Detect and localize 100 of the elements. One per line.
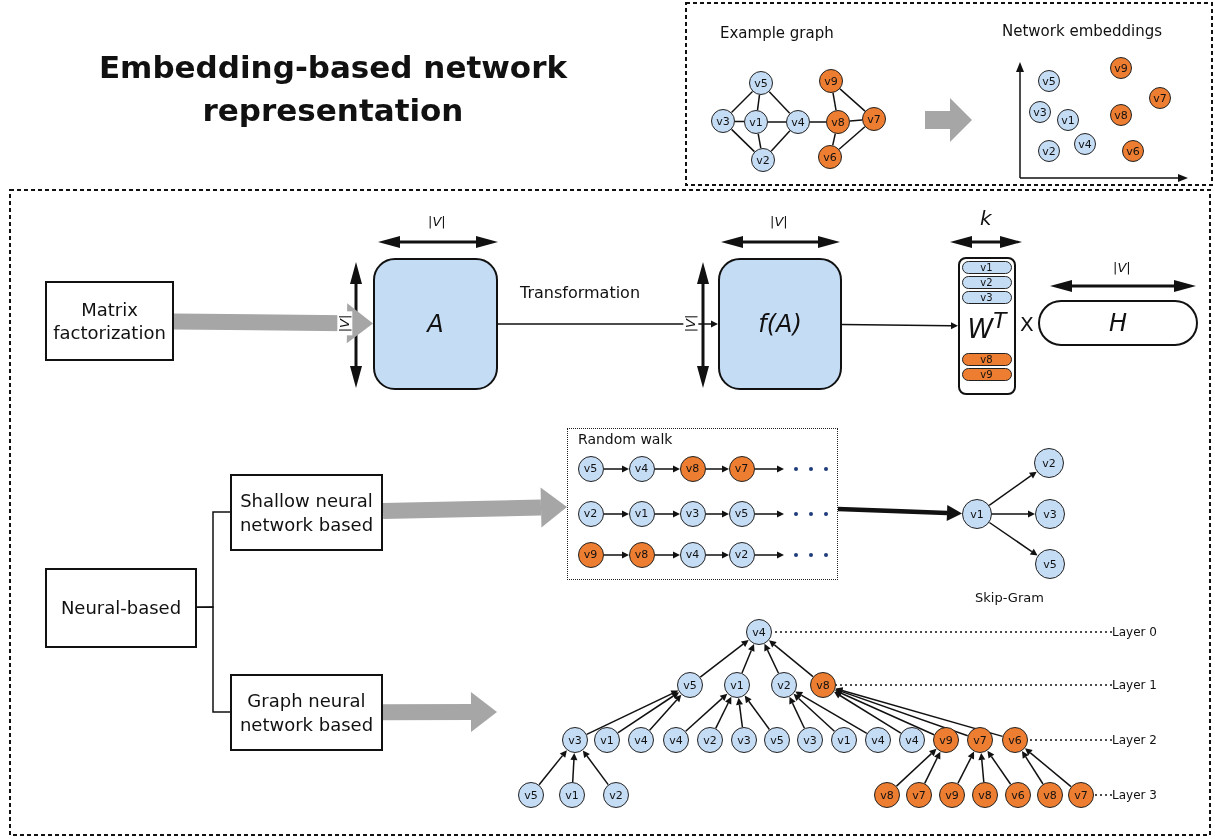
node-circle — [967, 727, 993, 753]
arrow — [736, 697, 744, 728]
node-label: v7 — [973, 733, 987, 747]
node-label: v8 — [980, 353, 993, 365]
block-arrow — [382, 487, 567, 528]
node-label: Matrix factorization — [52, 297, 167, 345]
layer-label: Layer 3 — [1112, 786, 1182, 804]
node-label: v5 — [1043, 557, 1057, 571]
arrow — [923, 751, 941, 785]
node-label: v7 — [1153, 91, 1167, 105]
node-circle — [819, 69, 843, 93]
node-circle — [771, 672, 797, 698]
node-circle — [577, 541, 604, 568]
node-circle — [899, 727, 925, 753]
node-label: v4 — [752, 625, 766, 639]
arrow — [585, 690, 679, 736]
connector-line — [770, 130, 791, 152]
node-label: v7 — [912, 788, 926, 802]
node-label: v4 — [1078, 137, 1092, 151]
dashed-group-box — [567, 428, 838, 580]
node-label: v5 — [524, 788, 538, 802]
node-label: Graph neural network based — [238, 689, 375, 736]
node-circle — [1002, 727, 1028, 753]
node-label: v1 — [980, 261, 993, 273]
node-label: v2 — [980, 276, 993, 288]
node-label: v3 — [716, 114, 730, 128]
node-circle — [679, 455, 706, 482]
dimension-label: |V| — [428, 214, 446, 229]
node-label: v1 — [565, 788, 579, 802]
node-circle — [751, 148, 775, 172]
arrow — [699, 639, 749, 678]
node-label: A — [427, 310, 444, 338]
node-label: v7 — [1074, 788, 1088, 802]
node-circle — [728, 541, 755, 568]
arrow — [769, 640, 814, 678]
group-title: Random walk — [578, 431, 673, 447]
arrow — [841, 322, 958, 330]
node-label: v8 — [1114, 108, 1128, 122]
node-label: v9 — [980, 368, 993, 380]
arrow — [793, 693, 836, 732]
graph-heading: Example graph — [720, 24, 834, 42]
node-label: v7 — [734, 462, 749, 475]
process-box — [45, 568, 197, 648]
node-circle — [764, 727, 790, 753]
node-label: v6 — [823, 150, 837, 164]
connector-line — [849, 119, 863, 122]
arrow — [538, 750, 567, 786]
node-label: v4 — [871, 733, 885, 747]
node-label: v2 — [703, 733, 717, 747]
node-label: v2 — [609, 788, 623, 802]
node-circle — [933, 727, 959, 753]
row-bar — [961, 275, 1012, 289]
node-label: H — [1108, 309, 1127, 337]
connector-line — [756, 94, 761, 111]
connector-line — [757, 133, 762, 149]
arrow — [744, 695, 771, 731]
node-label: Shallow neural network based — [238, 489, 375, 536]
node-label: v4 — [634, 733, 648, 747]
node-label: v5 — [754, 76, 768, 90]
arrow — [582, 750, 609, 786]
node-label: f(A) — [758, 310, 802, 338]
node-label: v9 — [945, 788, 959, 802]
node-label: v3 — [1043, 507, 1057, 521]
dimension-label: |V| — [337, 311, 353, 336]
node-circle — [577, 500, 604, 527]
node-label: Neural-based — [60, 596, 182, 620]
node-label: v8 — [685, 462, 700, 475]
node-circle — [906, 782, 932, 808]
node-circle — [562, 727, 588, 753]
process-box — [230, 674, 383, 751]
node-label: v1 — [837, 733, 851, 747]
arrow — [654, 510, 680, 518]
dimension-label: k — [980, 206, 992, 230]
node-label: v7 — [867, 112, 881, 126]
arrow — [1021, 751, 1044, 785]
node-circle — [786, 110, 810, 134]
node-label: v6 — [1011, 788, 1025, 802]
node-circle — [1068, 782, 1094, 808]
node-label: v9 — [1114, 61, 1128, 75]
matrix-box — [1038, 300, 1198, 346]
node-label: v3 — [685, 507, 700, 520]
block-arrow — [382, 692, 497, 733]
node-label: v9 — [824, 74, 838, 88]
plot-heading: Network embeddings — [1002, 22, 1163, 40]
arrow — [705, 510, 729, 518]
node-circle — [731, 727, 757, 753]
node-circle — [962, 499, 992, 529]
node-circle — [746, 619, 772, 645]
connector-line — [734, 120, 745, 123]
node-circle — [939, 782, 965, 808]
node-circle — [677, 672, 703, 698]
node-circle — [711, 109, 735, 133]
arrow — [754, 510, 784, 518]
matrix-box — [373, 258, 498, 390]
arrow — [835, 688, 969, 737]
node-label: v6 — [1008, 733, 1022, 747]
row-bar — [961, 290, 1012, 304]
arrow — [705, 551, 729, 559]
arrow — [741, 644, 755, 674]
node-label: v4 — [634, 462, 649, 475]
